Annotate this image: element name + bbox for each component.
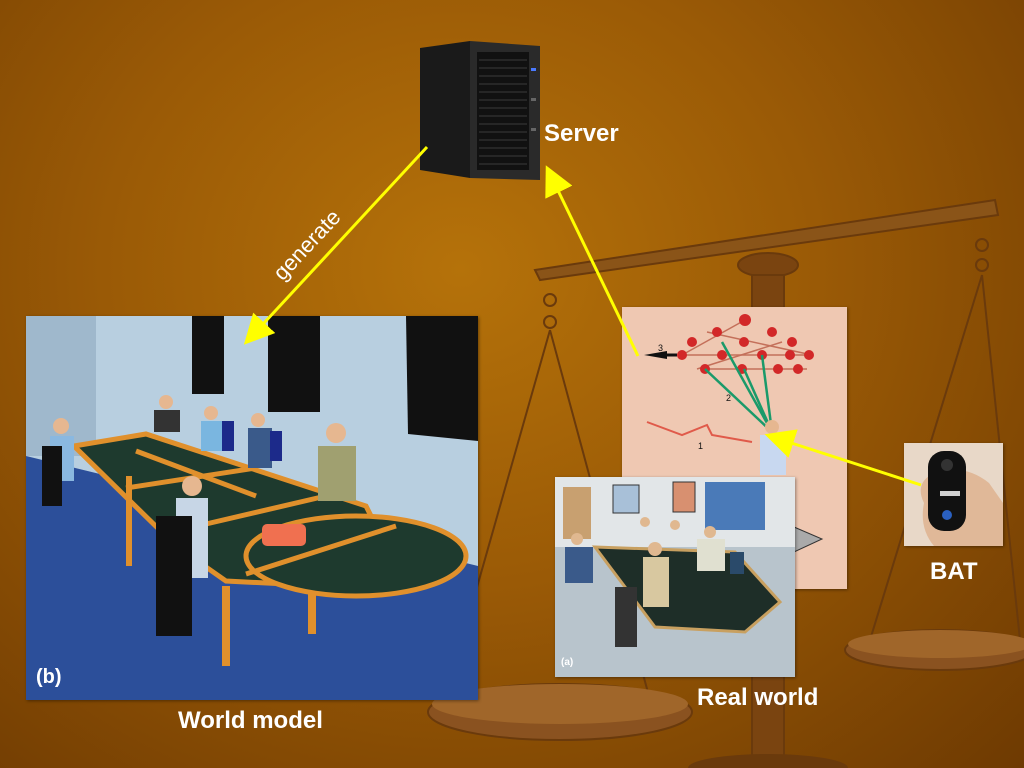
bat-label: BAT <box>930 558 978 585</box>
world-model-figure-tag: (b) <box>36 666 62 688</box>
diagram-number-2: 2 <box>726 393 731 403</box>
real-world-figure-tag: (a) <box>561 657 574 668</box>
diagram-number-3: 3 <box>658 343 663 353</box>
diagram-number-1: 1 <box>698 441 703 451</box>
world-model-label: World model <box>178 707 323 734</box>
server-image <box>420 41 540 180</box>
world-model-render <box>26 316 478 700</box>
server-label: Server <box>544 120 619 147</box>
bat-device <box>920 451 1003 546</box>
real-world-label: Real world <box>697 684 819 711</box>
location-diagram: 3 2 1 <box>644 314 824 553</box>
real-world-image: (a) <box>555 477 795 677</box>
bat-device-image <box>904 443 1003 546</box>
world-model-image: (b) <box>26 316 478 700</box>
real-world-photo <box>555 477 795 677</box>
